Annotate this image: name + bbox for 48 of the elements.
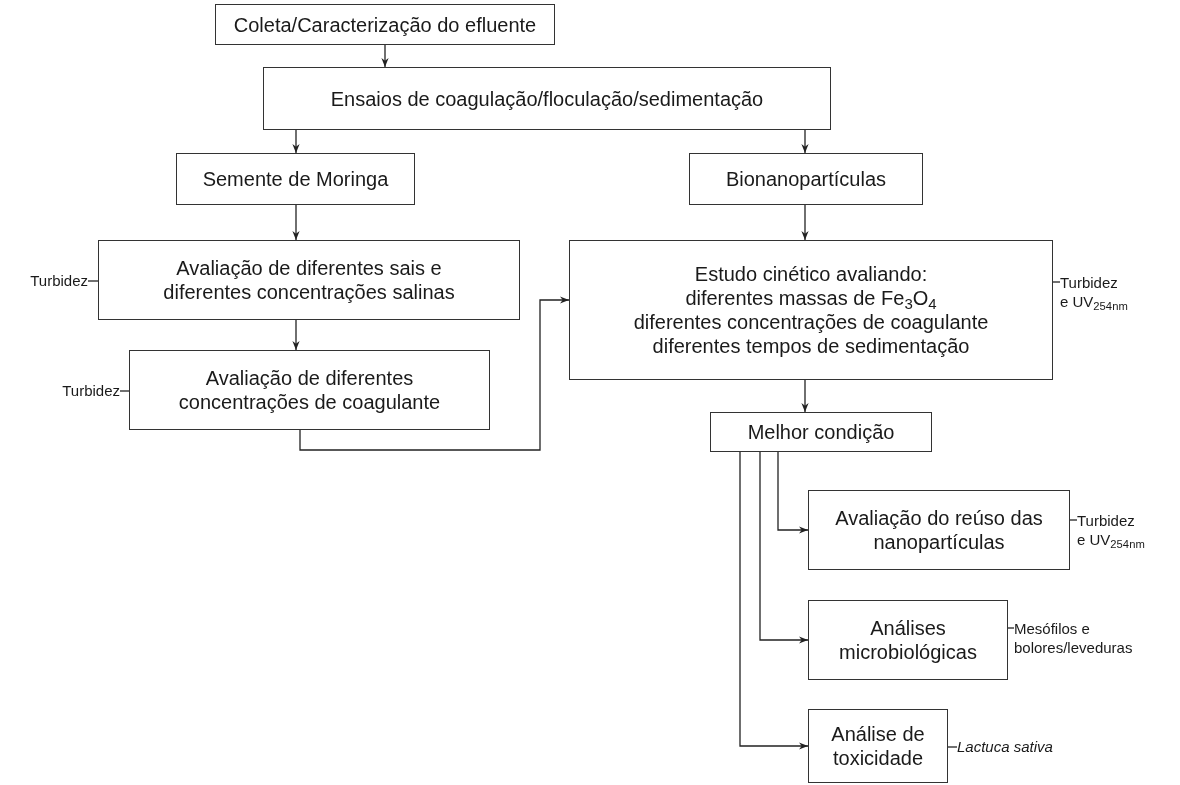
box-label: Análises microbiológicas xyxy=(838,616,978,664)
process-box xyxy=(129,350,490,430)
annotation-text: Turbidez xyxy=(4,270,88,292)
box-label: diferentes tempos de sedimentação xyxy=(652,334,970,358)
arrow xyxy=(777,451,809,534)
arrow xyxy=(801,204,809,241)
process-box xyxy=(808,600,1008,680)
process-box xyxy=(215,4,555,45)
arrow xyxy=(292,319,300,351)
box-label: Bionanopartículas xyxy=(725,167,887,191)
box-label: diferentes concentrações de coagulante xyxy=(633,310,989,334)
process-box xyxy=(808,709,948,783)
annotation-text: Turbidez e UV$_{254nm}$ xyxy=(1077,508,1169,552)
arrow xyxy=(801,129,809,154)
annotation-text: Turbidez e UV$_{254nm}$ xyxy=(1060,270,1152,314)
annotation-text: Lactuca sativa xyxy=(957,736,1067,758)
box-label: Semente de Moringa xyxy=(202,167,389,191)
box-label: Avaliação do reúso das nanopartículas xyxy=(834,506,1044,554)
annotation-text: Turbidez xyxy=(38,380,120,402)
box-label: Análise de toxicidade xyxy=(830,722,926,770)
box-label: Ensaios de coagulação/floculação/sedimentação xyxy=(330,86,764,111)
process-box xyxy=(808,490,1070,570)
process-box xyxy=(710,412,932,452)
box-label: Melhor condição xyxy=(747,420,895,444)
leader-line xyxy=(1007,627,1015,629)
leader-line xyxy=(947,746,958,748)
arrow xyxy=(381,44,389,68)
arrow xyxy=(739,451,809,750)
leader-line xyxy=(1052,281,1061,283)
arrow xyxy=(292,129,300,154)
process-box xyxy=(689,153,923,205)
arrow xyxy=(299,296,570,451)
box-label: Avaliação de diferentes concentrações de coagulante xyxy=(177,366,442,414)
box-label: Coleta/Caracterização do efluente xyxy=(233,12,537,37)
arrow xyxy=(801,379,809,413)
leader-line xyxy=(119,390,130,392)
box-label: Estudo cinético avaliando: xyxy=(694,262,928,286)
leader-line xyxy=(1069,519,1078,521)
annotation-text: Mesófilos e bolores/leveduras xyxy=(1014,616,1180,660)
process-box xyxy=(569,240,1053,380)
process-box xyxy=(98,240,520,320)
process-box xyxy=(176,153,415,205)
arrow xyxy=(759,451,809,644)
process-box xyxy=(263,67,831,130)
box-label: Avaliação de diferentes sais e diferentes concentrações salinas xyxy=(162,256,456,304)
arrow xyxy=(292,204,300,241)
box-label: diferentes massas de Fe$_{3}$O$_{4}$ xyxy=(685,286,937,310)
leader-line xyxy=(87,280,99,282)
